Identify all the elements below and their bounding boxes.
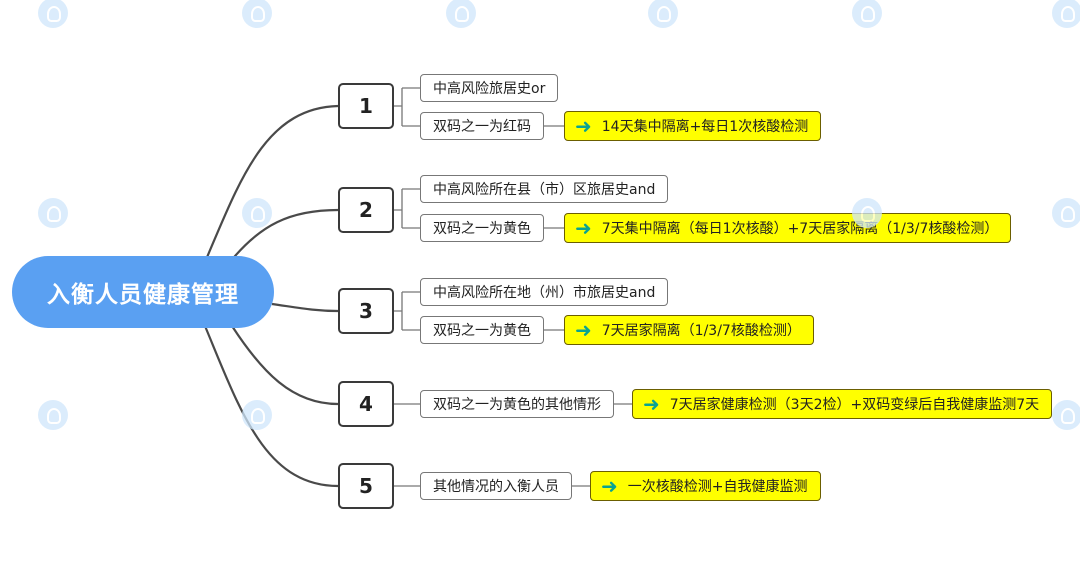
branch-3-condition-2: 双码之一为黄色 <box>420 316 544 344</box>
watermark-logo-icon <box>446 0 476 28</box>
branch-5-result-text: 一次核酸检测+自我健康监测 <box>627 479 808 495</box>
branch-3-result: ➜ 7天居家隔离（1/3/7核酸检测） <box>564 315 814 345</box>
branch-1-result: ➜ 14天集中隔离+每日1次核酸检测 <box>564 111 822 141</box>
branch-2-number: 2 <box>338 187 394 233</box>
branch-4-number: 4 <box>338 381 394 427</box>
branch-3-condition-1: 中高风险所在地（州）市旅居史and <box>420 278 669 306</box>
connector-3-conditions <box>394 291 420 331</box>
watermark-logo-icon <box>38 198 68 228</box>
connector-1-conditions <box>394 87 420 127</box>
arrow-right-icon: ➜ <box>575 318 592 342</box>
watermark-logo-icon <box>852 0 882 28</box>
watermark-logo-icon <box>38 0 68 28</box>
branch-5-result: ➜ 一次核酸检测+自我健康监测 <box>590 471 821 501</box>
watermark-logo-icon <box>242 0 272 28</box>
watermark-logo-icon <box>242 198 272 228</box>
watermark-logo-icon <box>1052 400 1080 430</box>
connector-2-conditions <box>394 188 420 229</box>
branch-2-condition-2: 双码之一为黄色 <box>420 214 544 242</box>
watermark-logo-icon <box>38 400 68 430</box>
branch-4-result: ➜ 7天居家健康检测（3天2检）+双码变绿后自我健康监测7天 <box>632 389 1053 419</box>
watermark-logo-icon <box>1052 198 1080 228</box>
branch-3-result-text: 7天居家隔离（1/3/7核酸检测） <box>601 323 801 339</box>
arrow-right-icon: ➜ <box>643 392 660 416</box>
branch-1-result-text: 14天集中隔离+每日1次核酸检测 <box>601 119 809 135</box>
branch-4-condition-1: 双码之一为黄色的其他情形 <box>420 390 614 418</box>
root-node: 入衡人员健康管理 <box>12 256 274 328</box>
arrow-right-icon: ➜ <box>601 474 618 498</box>
branch-2-result-text: 7天集中隔离（每日1次核酸）+7天居家隔离（1/3/7核酸检测） <box>601 221 999 237</box>
branch-5-number: 5 <box>338 463 394 509</box>
branch-4-result-text: 7天居家健康检测（3天2检）+双码变绿后自我健康监测7天 <box>669 397 1040 413</box>
watermark-logo-icon <box>852 198 882 228</box>
branch-1-condition-2: 双码之一为红码 <box>420 112 544 140</box>
connector-root-5 <box>203 325 339 488</box>
connector-root-1 <box>203 104 339 263</box>
arrow-right-icon: ➜ <box>575 114 592 138</box>
branch-1-number: 1 <box>338 83 394 129</box>
arrow-right-icon: ➜ <box>575 216 592 240</box>
watermark-logo-icon <box>242 400 272 430</box>
branch-3-number: 3 <box>338 288 394 334</box>
connector-root-2 <box>229 208 339 263</box>
watermark-logo-icon <box>1052 0 1080 28</box>
branch-2-condition-1: 中高风险所在县（市）区旅居史and <box>420 175 669 203</box>
connector-root-4 <box>231 325 339 406</box>
branch-1-condition-1: 中高风险旅居史or <box>420 74 559 102</box>
branch-2-result: ➜ 7天集中隔离（每日1次核酸）+7天居家隔离（1/3/7核酸检测） <box>564 213 1012 243</box>
connector-root-3 <box>271 302 339 313</box>
branch-5-condition-1: 其他情况的入衡人员 <box>420 472 572 500</box>
watermark-logo-icon <box>648 0 678 28</box>
